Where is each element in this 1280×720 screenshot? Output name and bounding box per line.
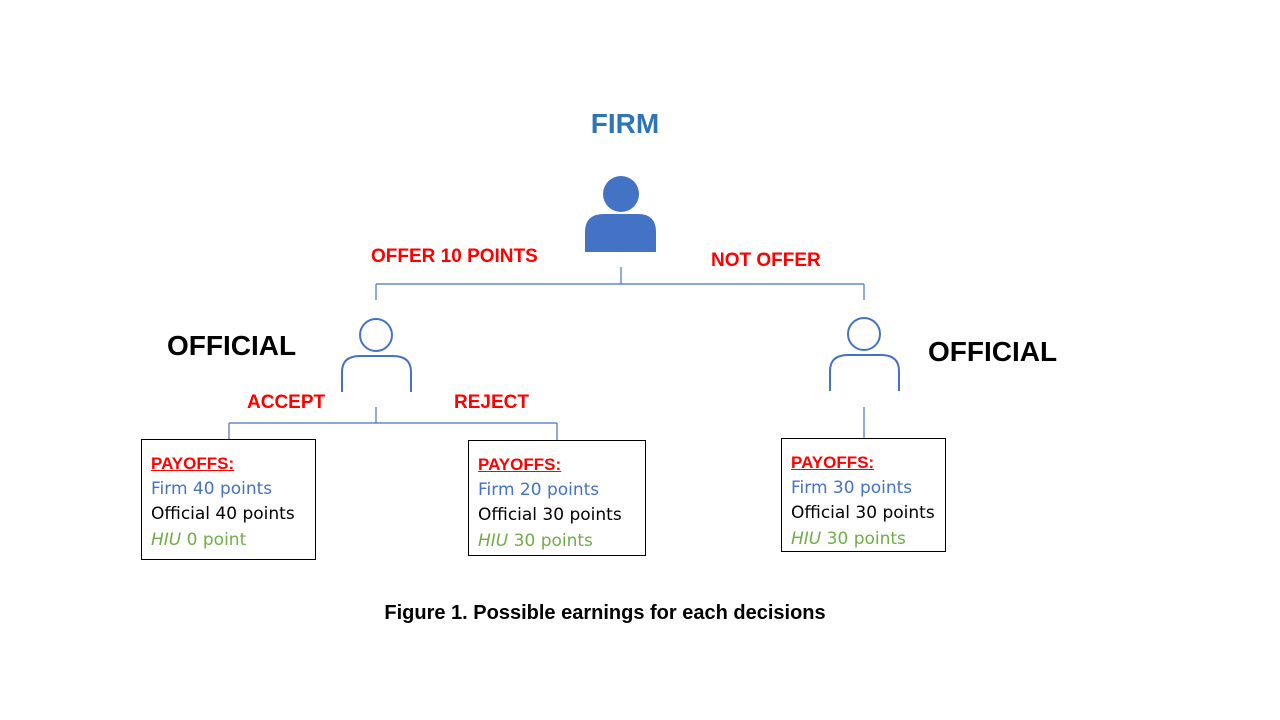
payoff-box-reject: PAYOFFS: Firm 20 points Official 30 poin… [468, 440, 646, 556]
payoff-official: Official 30 points [478, 505, 622, 525]
payoff-hiu-value: 0 point [181, 529, 247, 550]
branch-reject-label: REJECT [454, 392, 529, 413]
tree-connectors [228, 267, 865, 440]
payoff-official: Official 40 points [151, 504, 295, 524]
branch-offer-label: OFFER 10 POINTS [371, 246, 538, 267]
payoff-heading: PAYOFFS: [151, 454, 235, 473]
payoff-hiu-value: 30 points [821, 528, 906, 549]
payoff-hiu-label: HIU [478, 530, 509, 551]
firm-title: FIRM [590, 108, 660, 139]
payoff-hiu-label: HIU [151, 529, 182, 550]
firm-person-icon [585, 176, 656, 252]
official-left-person-icon [341, 318, 412, 392]
payoff-official: Official 30 points [791, 503, 935, 523]
payoff-hiu: HIU 0 point [151, 528, 307, 554]
payoff-heading: PAYOFFS: [791, 453, 875, 472]
payoff-box-accept: PAYOFFS: Firm 40 points Official 40 poin… [141, 439, 316, 560]
official-right-label: OFFICIAL [928, 336, 1058, 367]
payoff-hiu: HIU 30 points [478, 529, 637, 555]
payoff-firm: Firm 30 points [791, 477, 913, 498]
payoff-firm: Firm 40 points [151, 478, 273, 499]
payoff-box-not-offer: PAYOFFS: Firm 30 points Official 30 poin… [781, 438, 946, 552]
payoff-hiu: HIU 30 points [791, 527, 937, 553]
branch-not-offer-label: NOT OFFER [711, 250, 821, 271]
branch-accept-label: ACCEPT [247, 392, 326, 413]
payoff-hiu-label: HIU [791, 528, 822, 549]
payoff-heading: PAYOFFS: [478, 455, 562, 474]
payoff-firm: Firm 20 points [478, 479, 600, 500]
payoff-hiu-value: 30 points [508, 530, 593, 551]
official-left-label: OFFICIAL [167, 330, 297, 361]
figure-caption: Figure 1. Possible earnings for each dec… [384, 602, 826, 624]
official-right-person-icon [829, 317, 900, 391]
